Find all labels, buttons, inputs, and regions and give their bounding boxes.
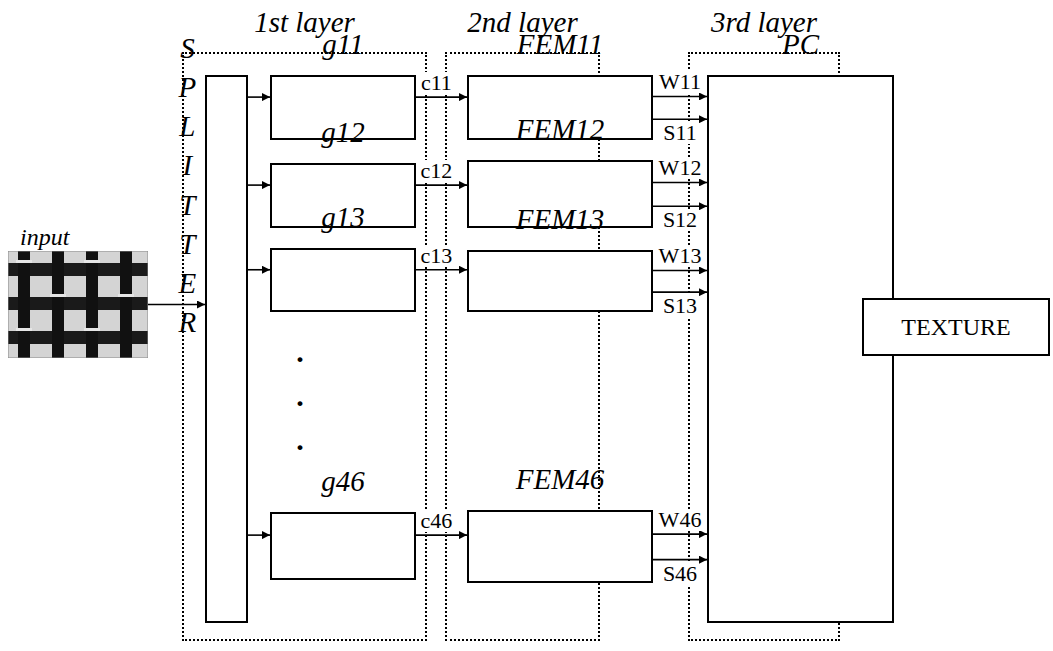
signal-arrow (416, 96, 467, 98)
warp-yarn (52, 251, 64, 358)
layer-heading: 3rd layer (660, 6, 868, 39)
yarn-gap (16, 328, 32, 331)
layer-heading: 1st layer (154, 6, 455, 39)
box-label: g46 (242, 466, 444, 498)
signal-label: S11 (661, 122, 698, 144)
signal-arrow (653, 291, 707, 293)
box-label: FEM46 (439, 464, 681, 496)
warp-yarn (18, 251, 30, 358)
ellipsis-dot: . (296, 425, 304, 455)
box-label: SPLITTER (177, 29, 198, 342)
ellipsis-dot: . (296, 337, 304, 367)
signal-label: S13 (661, 295, 699, 317)
image-frame (8, 251, 148, 358)
yarn-gap (50, 294, 66, 297)
input-label: input (20, 224, 69, 251)
yarn-gap (118, 294, 134, 297)
signal-arrow (653, 559, 707, 561)
signal-label: c13 (419, 245, 455, 267)
signal-arrow (416, 269, 467, 271)
signal-arrow (653, 270, 707, 272)
layer-group: 3rd layerPC (688, 52, 840, 641)
signal-label: c12 (419, 160, 455, 182)
box-label: g12 (242, 117, 444, 149)
yarn-gap (84, 260, 100, 263)
ellipsis-dot: . (296, 381, 304, 411)
box-label: FEM11 (439, 29, 681, 61)
box-label: TEXTURE (901, 314, 1010, 340)
signal-arrow (653, 533, 707, 535)
splitter-box: SPLITTER (205, 75, 248, 623)
box-label: g13 (242, 202, 444, 234)
input-sample: input (8, 224, 150, 360)
signal-label: c11 (419, 72, 454, 94)
box-label: FEM12 (439, 114, 681, 146)
yarn-gap (84, 328, 100, 331)
signal-label: W13 (657, 245, 704, 267)
layer-group: 2nd layerFEM11FEM12FEM13FEM46 (445, 52, 600, 641)
signal-label: W11 (657, 71, 703, 93)
box-label: g11 (242, 29, 444, 61)
fabric-image (8, 251, 148, 358)
signal-arrow (248, 269, 270, 271)
signal-label: S46 (661, 563, 699, 585)
warp-yarn (86, 251, 98, 358)
signal-arrow (148, 304, 205, 306)
filter-box: g13 (270, 248, 416, 312)
signal-arrow (653, 96, 707, 98)
signal-label: c46 (419, 510, 455, 532)
output-box: TEXTURE (862, 298, 1050, 356)
feature-module: FEM13 (467, 250, 653, 312)
feature-module: FEM46 (467, 510, 653, 583)
fabric-ground (8, 251, 148, 358)
yarn-gap (16, 260, 32, 263)
signal-arrow (248, 534, 270, 536)
signal-arrow (248, 96, 270, 98)
signal-arrow (248, 184, 270, 186)
signal-arrow (416, 184, 467, 186)
signal-arrow (416, 534, 467, 536)
filter-box: g46 (270, 512, 416, 580)
layer-group: 1st layerSPLITTERg11g12g13g46 (182, 52, 427, 641)
signal-arrow (653, 182, 707, 184)
warp-yarn (120, 251, 132, 358)
box-label: FEM13 (439, 204, 681, 236)
signal-label: S12 (661, 209, 699, 231)
signal-label: W12 (657, 157, 704, 179)
signal-arrow (653, 118, 707, 120)
signal-label: W46 (657, 509, 704, 531)
signal-arrow (653, 205, 707, 207)
box-label: PC (679, 29, 922, 61)
